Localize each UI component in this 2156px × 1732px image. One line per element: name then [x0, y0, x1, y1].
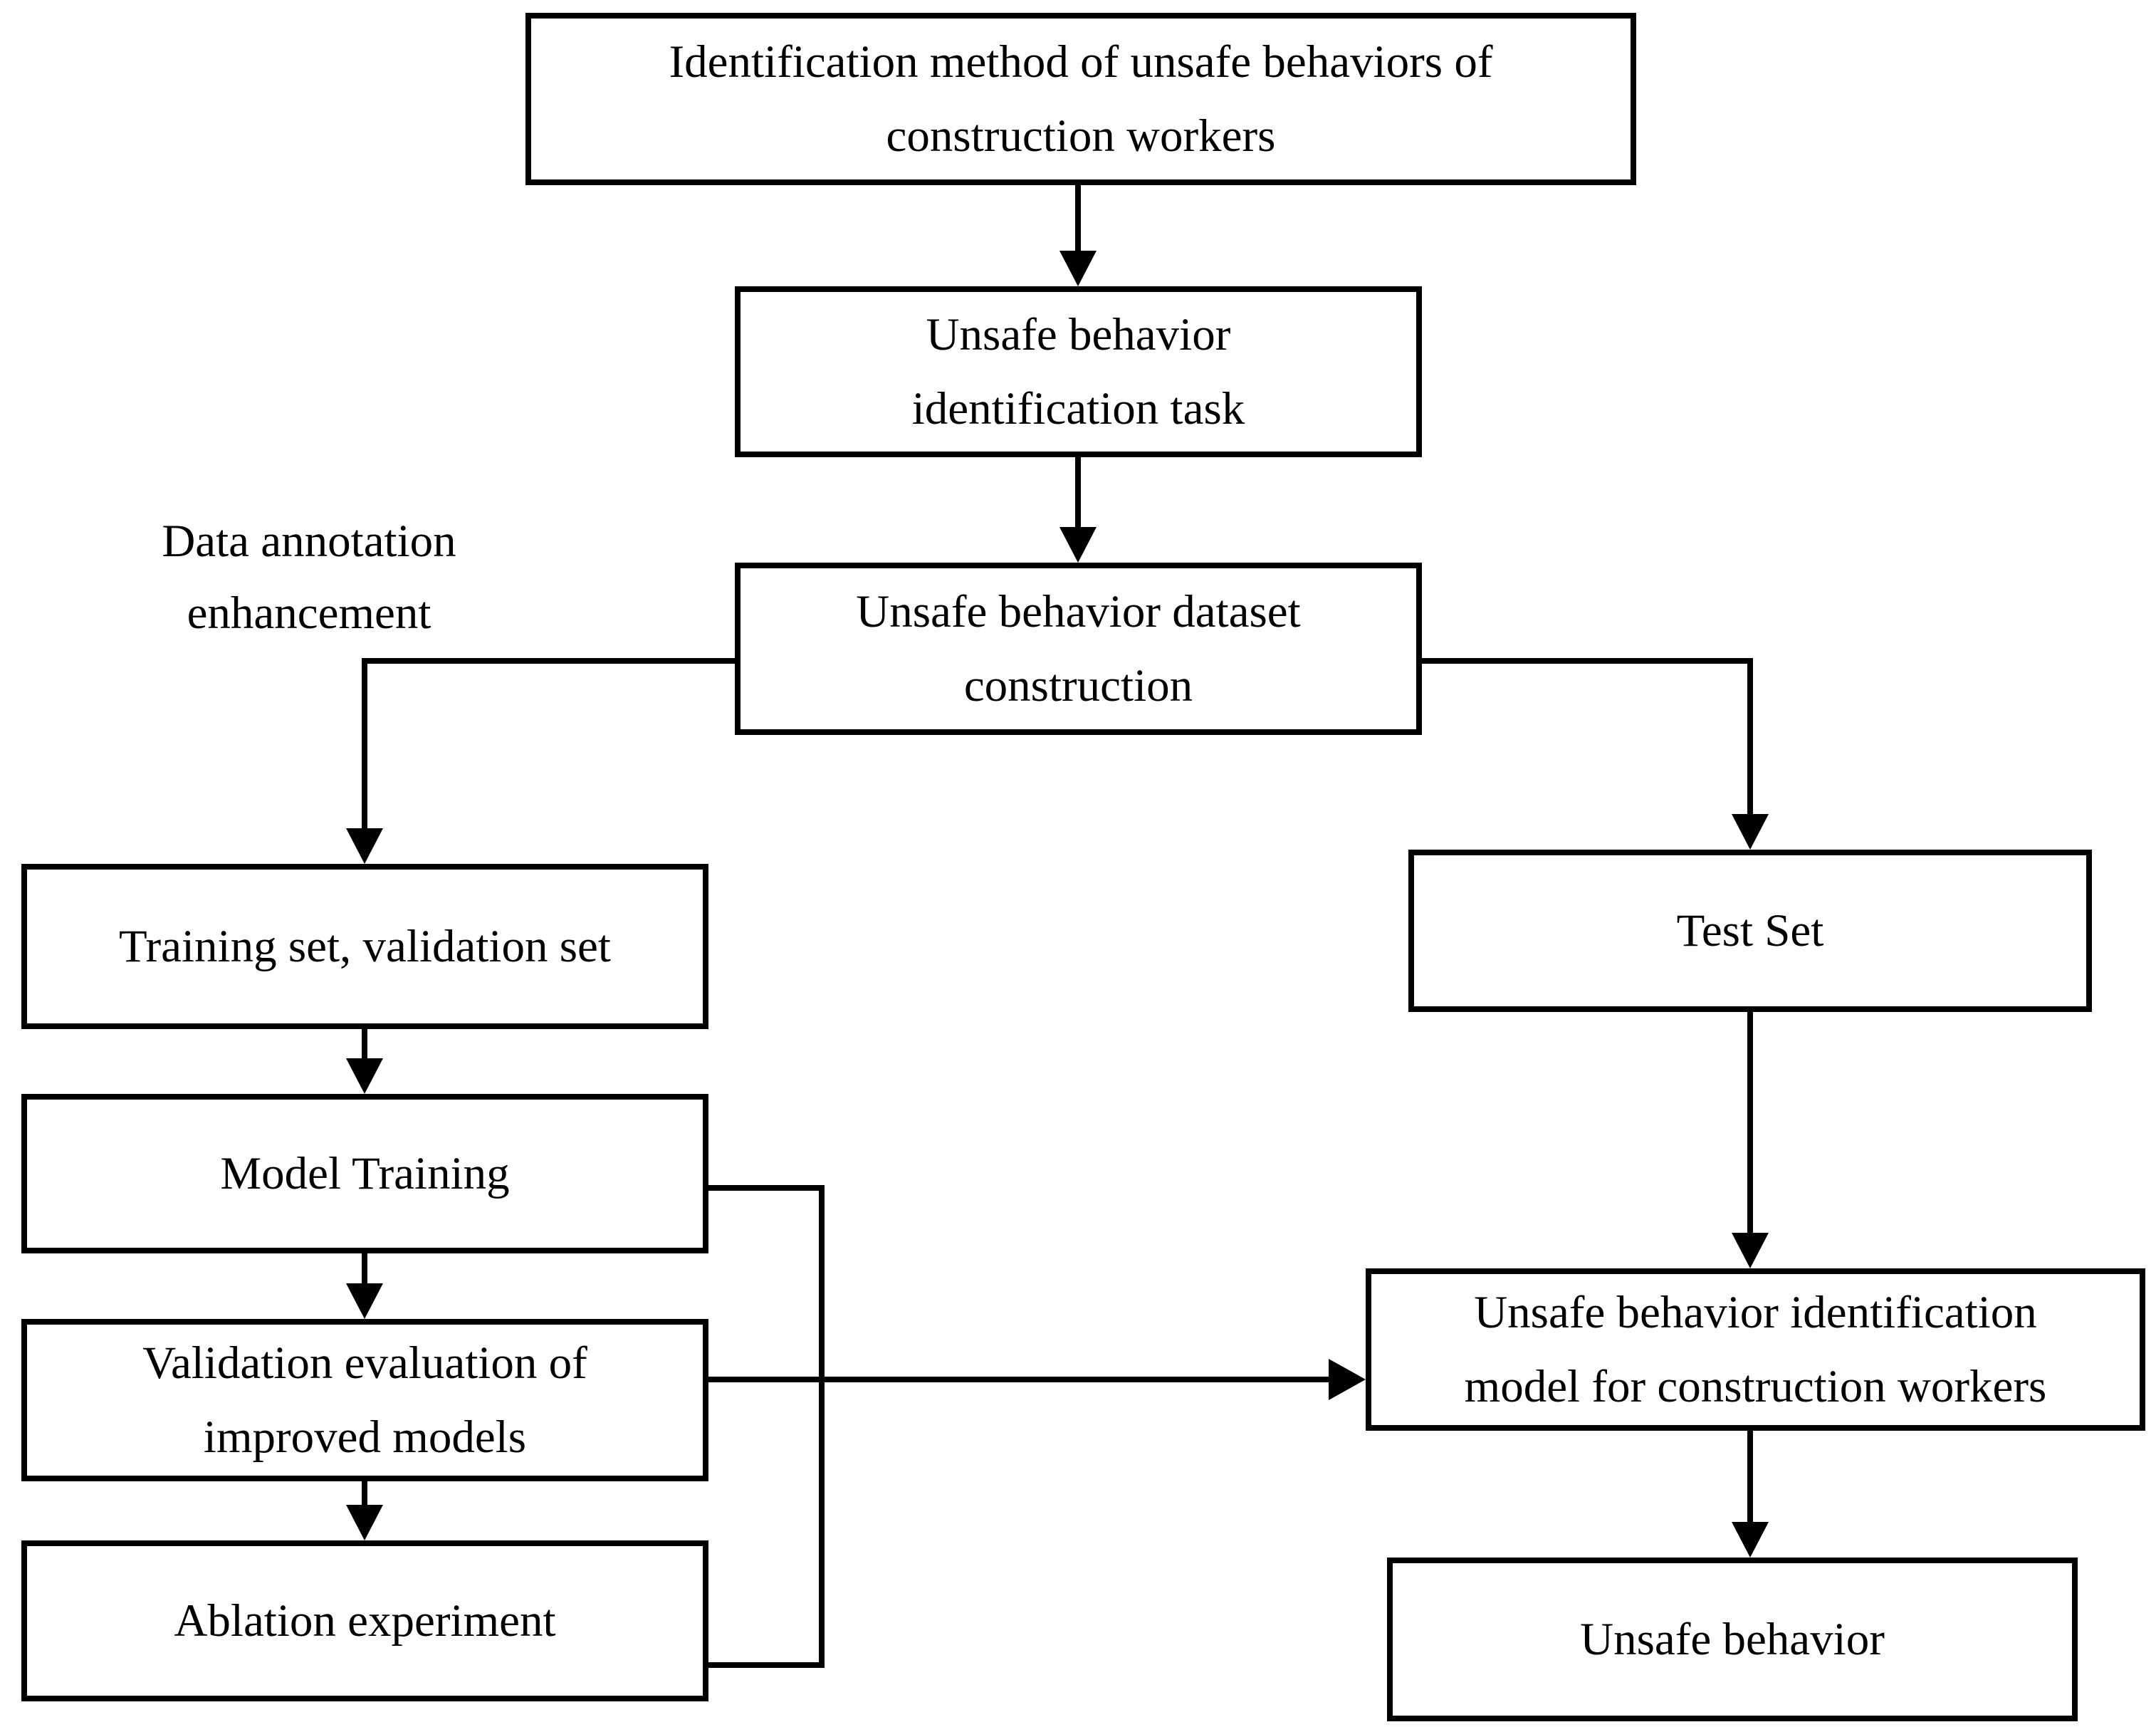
node-model-training: Model Training — [21, 1094, 708, 1253]
arrowhead-dataset-training — [346, 828, 383, 864]
node-ablation-experiment: Ablation experiment — [21, 1540, 708, 1701]
arrowhead-dataset-test — [1732, 814, 1769, 850]
edge-validation-ablation-line — [362, 1481, 367, 1505]
edge-modeltraining-validation-line — [362, 1253, 367, 1283]
edge-validation-model-line — [708, 1377, 1329, 1382]
edge-dataset-training-vline — [362, 658, 367, 828]
arrowhead-test-model — [1732, 1233, 1769, 1268]
arrowhead-model-unsafe — [1732, 1522, 1769, 1558]
bracket-ablation-hline — [708, 1662, 825, 1668]
edge-dataset-training-hline — [362, 658, 735, 664]
arrowhead-validation-model — [1329, 1359, 1366, 1400]
node-training-validation-set: Training set, validation set — [21, 864, 708, 1029]
bracket-vline — [819, 1185, 825, 1668]
arrowhead-modeltraining-validation — [346, 1283, 383, 1319]
node-identification-method: Identification method of unsafe behavior… — [525, 13, 1636, 185]
edge-method-task-line — [1075, 185, 1081, 253]
arrowhead-task-dataset — [1059, 527, 1097, 563]
edge-task-dataset-line — [1075, 457, 1081, 527]
edge-training-modeltraining-line — [362, 1029, 367, 1058]
edge-test-model-line — [1747, 1012, 1753, 1233]
edge-dataset-test-vline — [1747, 658, 1753, 814]
node-identification-model: Unsafe behavior identification model for… — [1366, 1268, 2145, 1431]
node-validation-evaluation: Validation evaluation of improved models — [21, 1319, 708, 1481]
edge-dataset-test-hline — [1422, 658, 1753, 664]
node-dataset-construction: Unsafe behavior dataset construction — [735, 563, 1422, 735]
node-identification-task: Unsafe behavior identification task — [735, 286, 1422, 457]
label-data-annotation-enhancement: Data annotation enhancement — [162, 516, 456, 639]
node-unsafe-behavior: Unsafe behavior — [1387, 1558, 2078, 1721]
arrowhead-validation-ablation — [346, 1505, 383, 1540]
arrowhead-training-modeltraining — [346, 1058, 383, 1094]
bracket-modeltraining-hline — [708, 1185, 825, 1191]
edge-model-unsafe-line — [1747, 1431, 1753, 1522]
arrowhead-method-task — [1059, 251, 1097, 286]
node-test-set: Test Set — [1408, 850, 2092, 1012]
